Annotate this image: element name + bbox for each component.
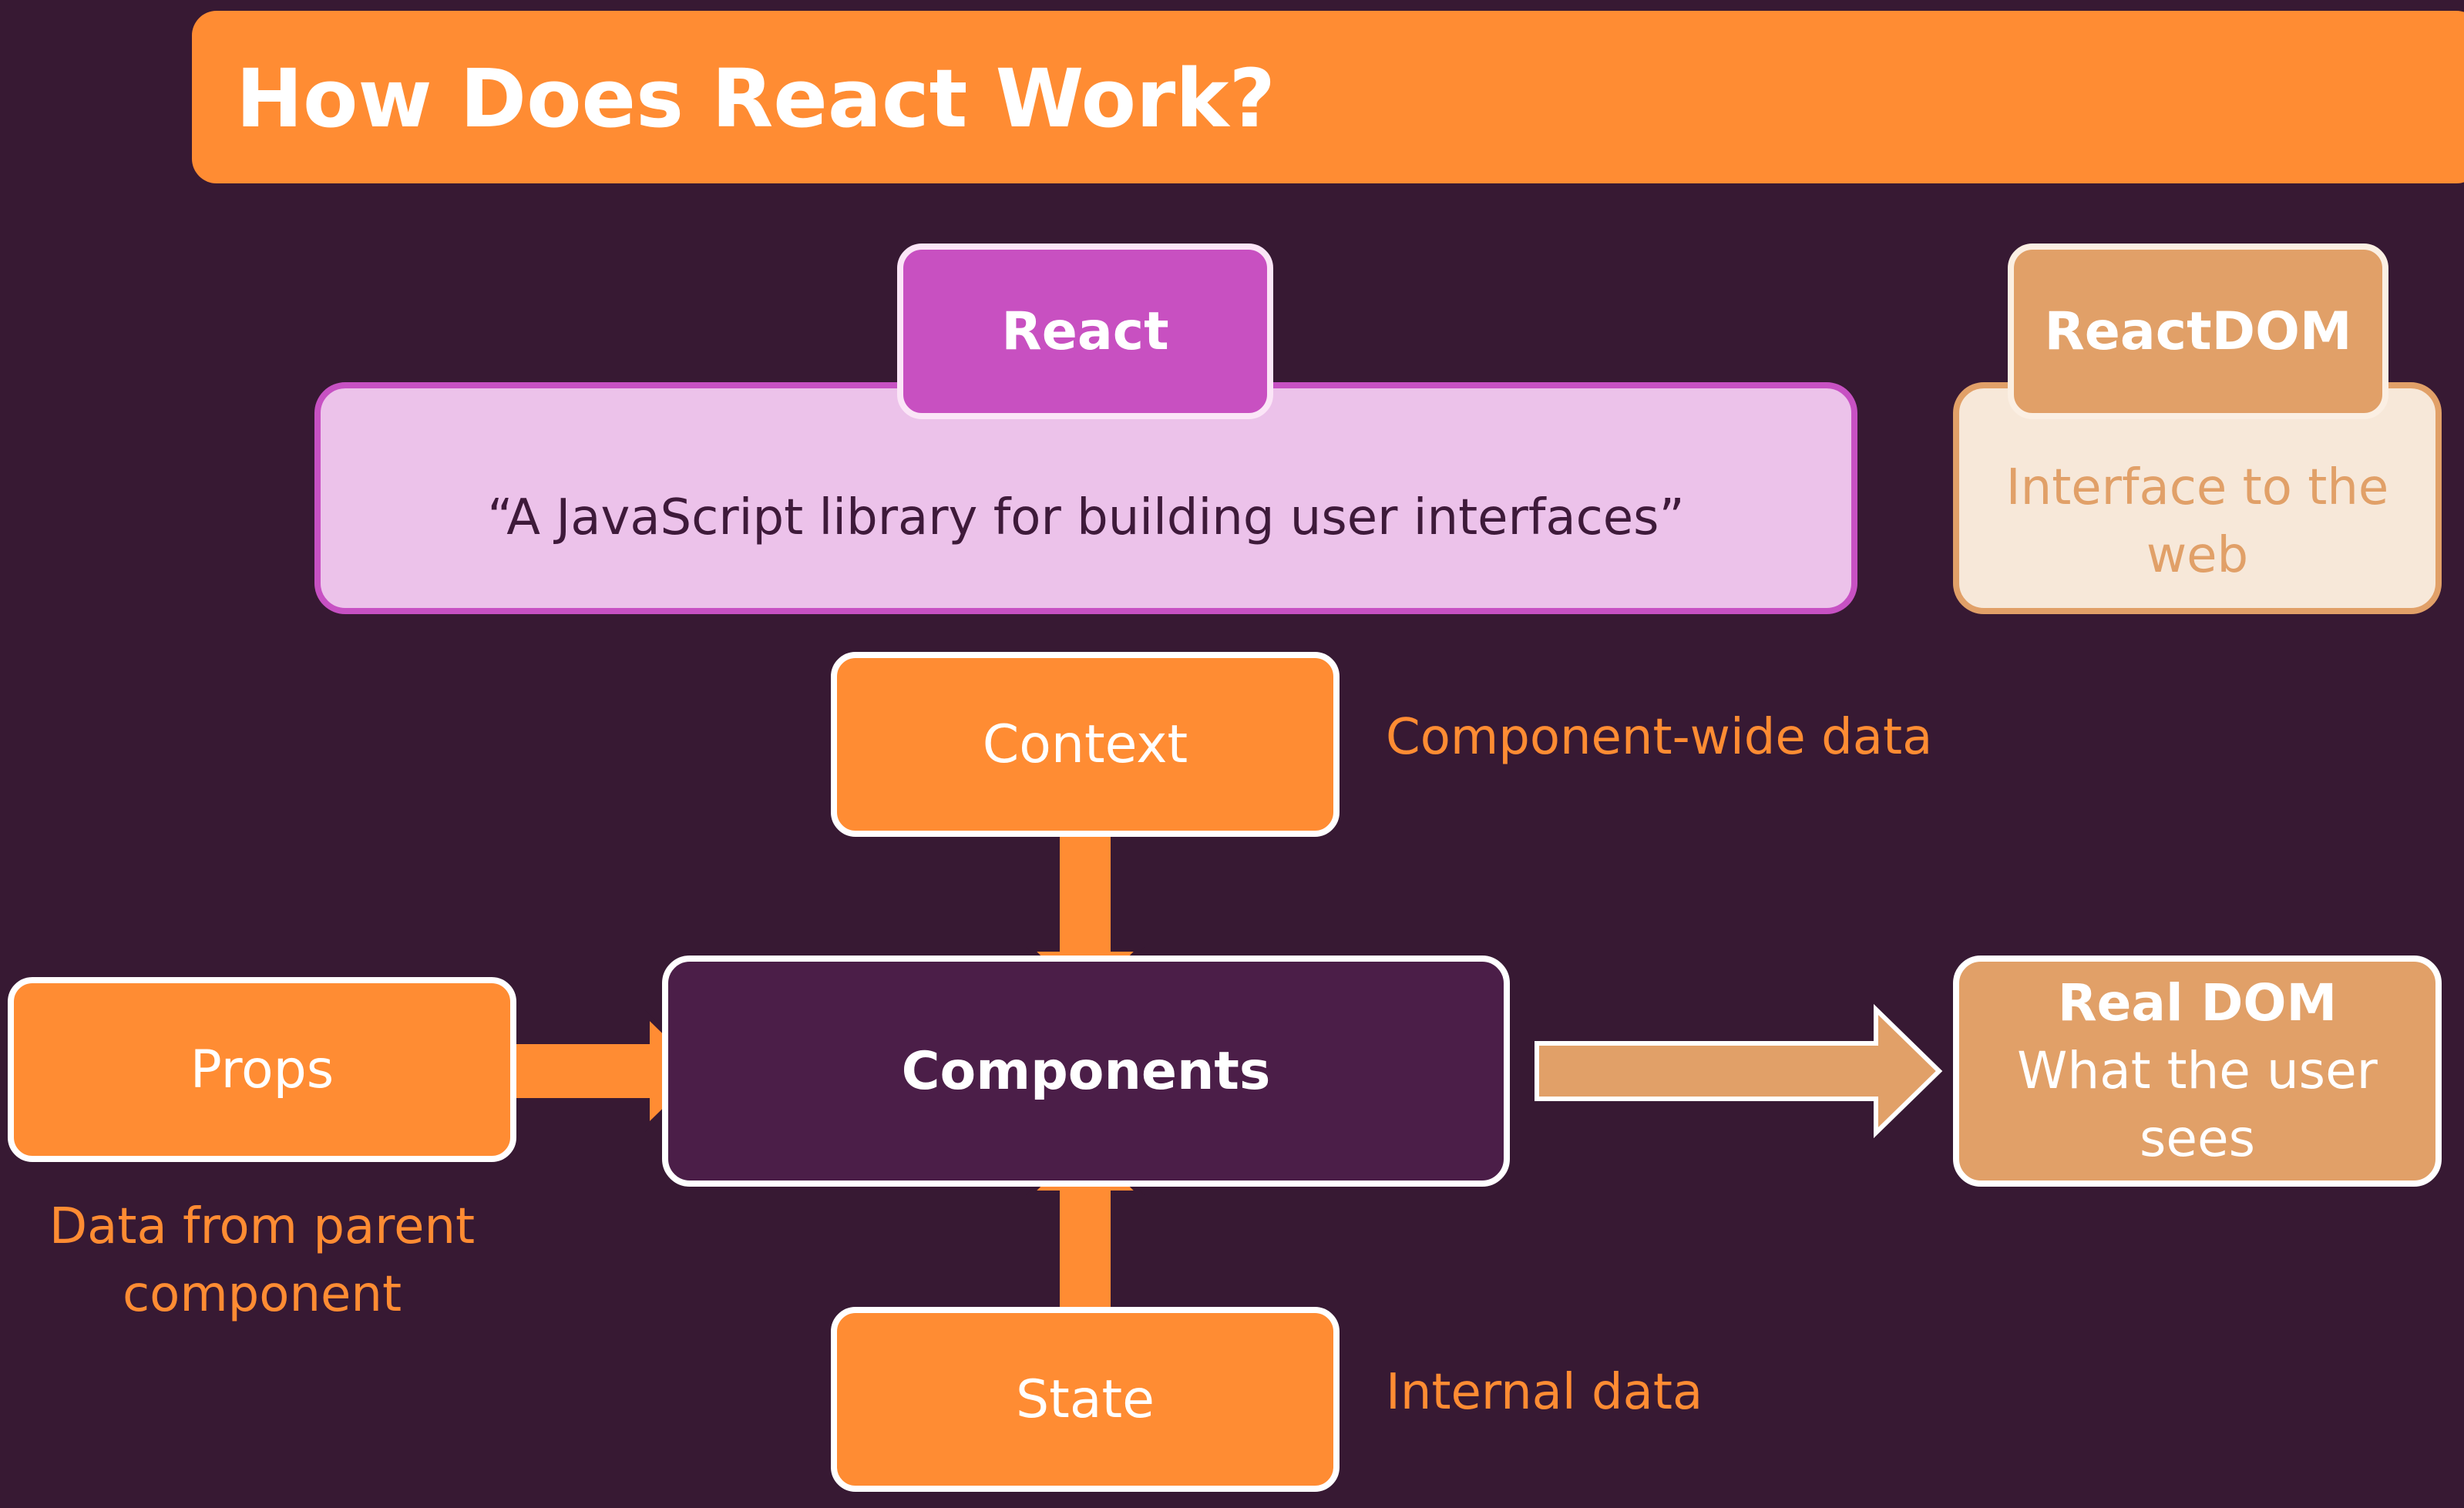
context-box: Context [831, 652, 1340, 837]
components-box: Components [662, 956, 1510, 1187]
reactdom-label: ReactDOM [2044, 301, 2352, 362]
reactdom-description: Interface to the web [2005, 458, 2389, 584]
arrow-components-to-realdom [1535, 1003, 1943, 1139]
react-description: “A JavaScript library for building user … [487, 489, 1685, 546]
real-dom-title: Real DOM [2057, 973, 2338, 1033]
real-dom-box: Real DOM What the user sees [1953, 956, 2442, 1187]
react-description-box: “A JavaScript library for building user … [314, 382, 1857, 614]
state-label: State [1016, 1369, 1155, 1430]
components-label: Components [901, 1040, 1271, 1102]
state-box: State [831, 1307, 1340, 1492]
react-label: React [1001, 301, 1169, 362]
props-note: Data from parent component [49, 1198, 476, 1323]
real-dom-subtitle: What the user sees [2017, 1041, 2378, 1168]
context-note: Component-wide data [1386, 709, 1933, 766]
state-note: Internal data [1386, 1364, 1703, 1421]
react-label-box: React [897, 243, 1273, 419]
page-title: How Does React Work? [236, 52, 1276, 146]
props-label: Props [190, 1039, 334, 1100]
props-box: Props [8, 977, 516, 1162]
reactdom-description-box: Interface to the web [1953, 382, 2442, 614]
context-label: Context [982, 714, 1188, 775]
reactdom-label-box: ReactDOM [2008, 243, 2388, 419]
title-bar [192, 11, 2464, 183]
